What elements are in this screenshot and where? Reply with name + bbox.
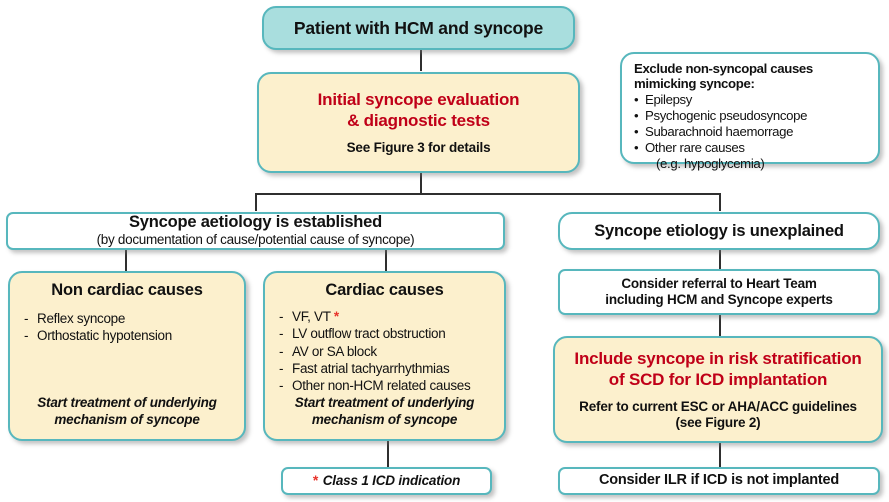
- cardiac-list: -VF, VT * -LV outflow tract obstruction …: [265, 308, 504, 394]
- exclude-head-line1: Exclude non-syncopal causes: [634, 61, 813, 76]
- initial-eval-line2: & diagnostic tests: [347, 110, 490, 130]
- risk-strat-note-line2: (see Figure 2): [675, 415, 761, 431]
- heart-team-line2: including HCM and Syncope experts: [605, 292, 833, 307]
- connector-established-to-noncardiac: [125, 250, 127, 272]
- node-syncope-etiology-unexplained[interactable]: Syncope etiology is unexplained: [558, 212, 880, 250]
- patient-title: Patient with HCM and syncope: [293, 17, 544, 38]
- risk-strat-line1: Include syncope in risk stratification: [574, 348, 862, 368]
- cardiac-title: Cardiac causes: [325, 281, 444, 299]
- node-non-cardiac-causes[interactable]: Non cardiac causes -Reflex syncope -Orth…: [8, 271, 246, 441]
- class1-asterisk: *: [312, 472, 319, 488]
- connector-initial-to-split: [420, 172, 422, 194]
- initial-eval-line1: Initial syncope evaluation: [317, 89, 520, 109]
- class1-text: Class 1 ICD indication: [322, 473, 461, 488]
- connector-unexplained-to-heartteam: [719, 250, 721, 270]
- connector-heartteam-to-riskstrat: [719, 315, 721, 337]
- connector-split-horizontal: [255, 193, 721, 195]
- node-consider-ilr[interactable]: Consider ILR if ICD is not implanted: [558, 467, 880, 495]
- cardiac-item-1: -LV outflow tract obstruction: [279, 326, 446, 342]
- exclude-head-line2: mimicking syncope:: [634, 76, 755, 92]
- risk-strat-note-line1: Refer to current ESC or AHA/ACC guidelin…: [579, 399, 857, 415]
- connector-cardiac-to-class1: [387, 441, 389, 467]
- unexplained-title: Syncope etiology is unexplained: [594, 221, 844, 240]
- cardiac-item-4: -Other non-HCM related causes: [279, 378, 471, 394]
- cardiac-item-0-asterisk: *: [333, 308, 339, 324]
- cardiac-footer-line2: mechanism of syncope: [311, 412, 458, 428]
- node-class-1-icd-indication[interactable]: * Class 1 ICD indication: [281, 467, 492, 495]
- connector-split-left-drop: [255, 193, 257, 211]
- connector-riskstrat-to-ilr: [719, 443, 721, 467]
- exclude-item-1: •Psychogenic pseudosyncope: [634, 107, 808, 123]
- node-cardiac-causes[interactable]: Cardiac causes -VF, VT * -LV outflow tra…: [263, 271, 506, 441]
- non-cardiac-list: -Reflex syncope -Orthostatic hypotension: [10, 310, 244, 345]
- initial-eval-note: See Figure 3 for details: [346, 140, 491, 156]
- established-subtitle: (by documentation of cause/potential cau…: [96, 232, 415, 248]
- established-title: Syncope aetiology is established: [128, 213, 383, 232]
- non-cardiac-footer-line1: Start treatment of underlying: [37, 395, 217, 411]
- non-cardiac-item-0: -Reflex syncope: [24, 310, 126, 326]
- heart-team-line1: Consider referral to Heart Team: [621, 275, 817, 291]
- connector-patient-to-initial: [420, 49, 422, 71]
- cardiac-item-0: -VF, VT *: [279, 308, 339, 324]
- cardiac-item-2: -AV or SA block: [279, 343, 377, 359]
- cardiac-item-3: -Fast atrial tachyarrhythmias: [279, 360, 450, 376]
- non-cardiac-title: Non cardiac causes: [51, 281, 203, 299]
- node-syncope-aetiology-established[interactable]: Syncope aetiology is established (by doc…: [6, 212, 505, 250]
- exclude-item-3: •Other rare causes: [634, 139, 745, 155]
- node-include-syncope-risk-stratification[interactable]: Include syncope in risk stratification o…: [553, 336, 883, 443]
- node-consider-referral-heart-team[interactable]: Consider referral to Heart Team includin…: [558, 269, 880, 315]
- risk-strat-line2: of SCD for ICD implantation: [608, 369, 828, 389]
- class1-text-row: * Class 1 ICD indication: [283, 472, 490, 490]
- exclude-item-0: •Epilepsy: [634, 91, 693, 107]
- node-initial-syncope-evaluation[interactable]: Initial syncope evaluation & diagnostic …: [257, 72, 580, 173]
- connector-split-right-drop: [719, 193, 721, 211]
- non-cardiac-item-1: -Orthostatic hypotension: [24, 328, 172, 344]
- exclude-sub-item: (e.g. hypoglycemia): [656, 156, 765, 171]
- node-patient-with-hcm-and-syncope[interactable]: Patient with HCM and syncope: [262, 6, 575, 50]
- exclude-item-2: •Subarachnoid haemorrage: [634, 123, 794, 139]
- non-cardiac-footer-line2: mechanism of syncope: [54, 412, 200, 428]
- cardiac-footer-line1: Start treatment of underlying: [294, 395, 475, 411]
- exclude-list: •Epilepsy •Psychogenic pseudosyncope •Su…: [634, 92, 868, 172]
- node-exclude-non-syncopal-causes[interactable]: Exclude non-syncopal causes mimicking sy…: [620, 52, 880, 171]
- connector-established-to-cardiac: [385, 250, 387, 272]
- ilr-text: Consider ILR if ICD is not implanted: [598, 472, 840, 489]
